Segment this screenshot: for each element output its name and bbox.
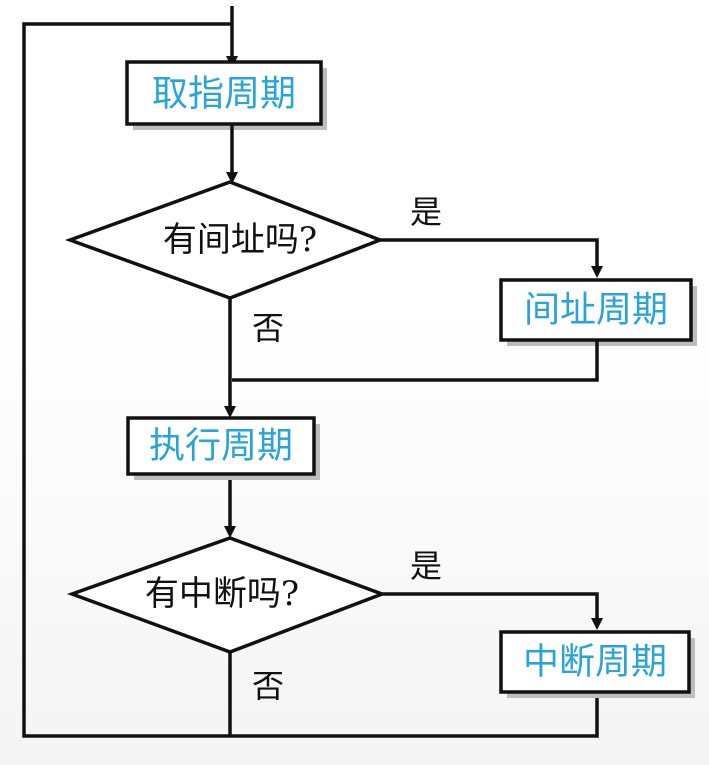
interrupt-cycle-label: 中断周期 [523,642,667,683]
indirect-yes-label: 是 [410,193,442,231]
indirect-check-label: 有间址吗? [163,220,317,260]
interrupt-yes-label: 是 [410,547,442,585]
fetch-cycle-label: 取指周期 [152,74,296,115]
loop-back-line [22,22,232,738]
execute-cycle-label: 执行周期 [149,426,293,467]
indirect-yes-edge [380,238,603,278]
indirect-cycle-node: 间址周期 [499,278,697,346]
execute-cycle-node: 执行周期 [126,416,320,480]
indirect-return-edge [232,340,599,382]
interrupt-check-label: 有中断吗? [145,574,299,614]
interrupt-return-edge [232,698,599,738]
indirect-cycle-label: 间址周期 [524,290,668,331]
interrupt-yes-edge [382,592,603,630]
interrupt-check-node: 有中断吗? [66,536,387,654]
indirect-check-node: 有间址吗? [64,180,385,300]
fetch-cycle-node: 取指周期 [125,60,327,130]
interrupt-no-label: 否 [252,667,284,705]
indirect-no-label: 否 [252,309,284,347]
interrupt-cycle-node: 中断周期 [499,630,695,698]
